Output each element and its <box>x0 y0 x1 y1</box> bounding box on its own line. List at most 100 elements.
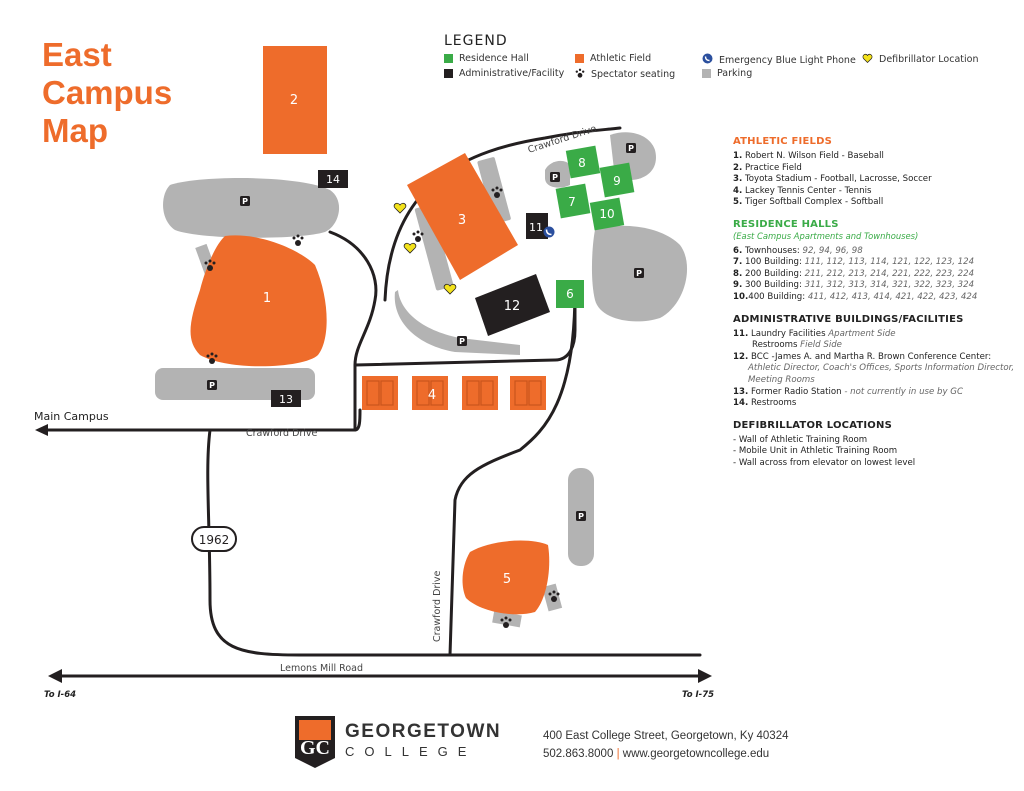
field-3 <box>407 153 518 280</box>
res-8 <box>565 145 601 179</box>
parking-label: P <box>552 173 558 182</box>
road-label-crawford-south: Crawford Drive <box>432 570 443 642</box>
main-campus-label: Main Campus <box>34 410 109 423</box>
road-label-crawford-west: Crawford Drive <box>246 428 318 439</box>
footer-phone: 502.863.8000 <box>543 748 614 760</box>
title-line-2: Campus <box>42 74 173 111</box>
orange-square-icon <box>575 54 584 63</box>
paw-icon <box>204 259 216 271</box>
label-res-7: 7 <box>568 195 576 209</box>
list-item: 13. Former Radio Station - not currently… <box>733 386 963 397</box>
legend-item-parking: Parking <box>702 68 752 79</box>
athletic-fields-list: 1. Robert N. Wilson Field - Baseball 2. … <box>733 151 1018 209</box>
athletic-fields-heading: ATHLETIC FIELDS <box>733 136 832 147</box>
admin-list: 11. Laundry Facilities Apartment Side Re… <box>733 329 1018 410</box>
heart-icon <box>862 53 873 66</box>
residence-halls-heading: RESIDENCE HALLS <box>733 218 839 230</box>
legend-item-seating: Spectator seating <box>575 68 675 80</box>
res-10 <box>589 197 625 231</box>
legend-label: Spectator seating <box>591 68 676 80</box>
list-item: 3. Toyota Stadium - Football, Lacrosse, … <box>733 174 932 185</box>
list-item: Restrooms Field Side <box>752 340 842 351</box>
label-field-1: 1 <box>263 291 271 306</box>
parking-lot-1 <box>163 178 340 238</box>
list-item: 11. Laundry Facilities Apartment Side <box>733 328 896 339</box>
list-item: 10.400 Building: 411, 412, 413, 414, 421… <box>733 291 978 302</box>
res-7 <box>555 183 591 219</box>
list-item: 1. Robert N. Wilson Field - Baseball <box>733 151 884 161</box>
paw-icon <box>206 352 218 364</box>
defibrillator-markers <box>393 202 457 295</box>
spectator-seating-markers <box>204 186 560 628</box>
svg-text:GC: GC <box>300 737 330 759</box>
legend-label: Administrative/Facility <box>459 68 565 79</box>
tennis-court-3 <box>462 376 498 410</box>
georgetown-logo: GC <box>295 716 335 768</box>
paw-icon <box>412 230 424 242</box>
paw-icon <box>575 68 585 80</box>
list-item: - Wall across from elevator on lowest le… <box>733 457 916 468</box>
road-crawford-south <box>448 288 577 657</box>
defib-list: - Wall of Athletic Training Room - Mobil… <box>733 435 1018 470</box>
legend-item-bluelight: Emergency Blue Light Phone <box>702 53 856 67</box>
list-item: - Wall of Athletic Training Room <box>733 434 868 445</box>
info-panel: ATHLETIC FIELDS 1. Robert N. Wilson Fiel… <box>733 136 1018 479</box>
black-square-icon <box>444 69 453 78</box>
tennis-court-lines <box>366 380 542 406</box>
list-item: 8. 200 Building: 211, 212, 213, 214, 221… <box>733 268 975 279</box>
legend-label: Residence Hall <box>459 53 529 64</box>
athletic-fields <box>190 46 550 615</box>
footer-phone-web: 502.863.8000 | www.georgetowncollege.edu <box>543 745 789 763</box>
brand-name: GEORGETOWN <box>345 721 502 742</box>
title-line-3: Map <box>42 112 108 149</box>
list-item: 12. BCC -James A. and Martha R. Brown Co… <box>733 351 992 362</box>
paw-icon <box>500 616 512 628</box>
footer-contact: 400 East College Street, Georgetown, Ky … <box>543 727 789 763</box>
green-square-icon <box>444 54 453 63</box>
map-number-labels: 2 1 3 4 5 6 7 8 9 10 11 12 13 14 <box>263 93 621 587</box>
label-res-9: 9 <box>613 174 621 188</box>
legend-label: Parking <box>717 68 753 79</box>
label-field-5: 5 <box>503 572 511 587</box>
paw-icon <box>548 590 560 602</box>
admin-11 <box>526 213 548 239</box>
tennis-court-2 <box>412 376 448 410</box>
legend-item-residence: Residence Hall <box>444 53 529 64</box>
list-item: 6. Townhouses: 92, 94, 96, 98 <box>733 245 863 256</box>
label-res-10: 10 <box>599 207 614 221</box>
route-number: 1962 <box>199 533 230 547</box>
seating-strip-3 <box>414 204 454 291</box>
list-item: - Mobile Unit in Athletic Training Room <box>733 446 898 457</box>
to-i75-label: To I-75 <box>682 690 714 700</box>
paw-icon <box>491 186 503 198</box>
label-res-6: 6 <box>566 287 574 301</box>
parking-label: P <box>628 144 634 153</box>
label-admin-12: 12 <box>504 299 521 314</box>
brand-college: COLLEGE <box>345 744 477 759</box>
residence-halls <box>555 145 635 308</box>
road-crawford-north-b <box>383 126 622 302</box>
field-2 <box>263 46 327 154</box>
field-1 <box>190 235 327 367</box>
phone-icon <box>702 53 713 67</box>
footer-separator: | <box>616 748 620 760</box>
parking-label: P <box>636 269 642 278</box>
label-admin-11: 11 <box>529 221 543 234</box>
tennis-court-4 <box>510 376 546 410</box>
parking-lot-3 <box>394 290 520 355</box>
main-campus-arrow <box>35 424 105 436</box>
label-admin-14: 14 <box>326 173 340 186</box>
heart-icon <box>393 202 407 214</box>
legend-item-defib: Defibrillator Location <box>862 53 978 66</box>
footer-address: 400 East College Street, Georgetown, Ky … <box>543 730 789 742</box>
footer-website[interactable]: www.georgetowncollege.edu <box>622 748 770 760</box>
label-field-3: 3 <box>458 213 466 228</box>
title-line-1: East <box>42 36 112 73</box>
list-item: 2. Practice Field <box>733 162 802 173</box>
label-field-2: 2 <box>290 93 298 108</box>
legend-item-admin: Administrative/Facility <box>444 68 564 79</box>
parking-markers: P P P P P P P <box>207 143 644 521</box>
phone-icon <box>543 226 555 238</box>
lemons-mill-road <box>48 669 712 683</box>
to-i64-label: To I-64 <box>44 690 76 700</box>
